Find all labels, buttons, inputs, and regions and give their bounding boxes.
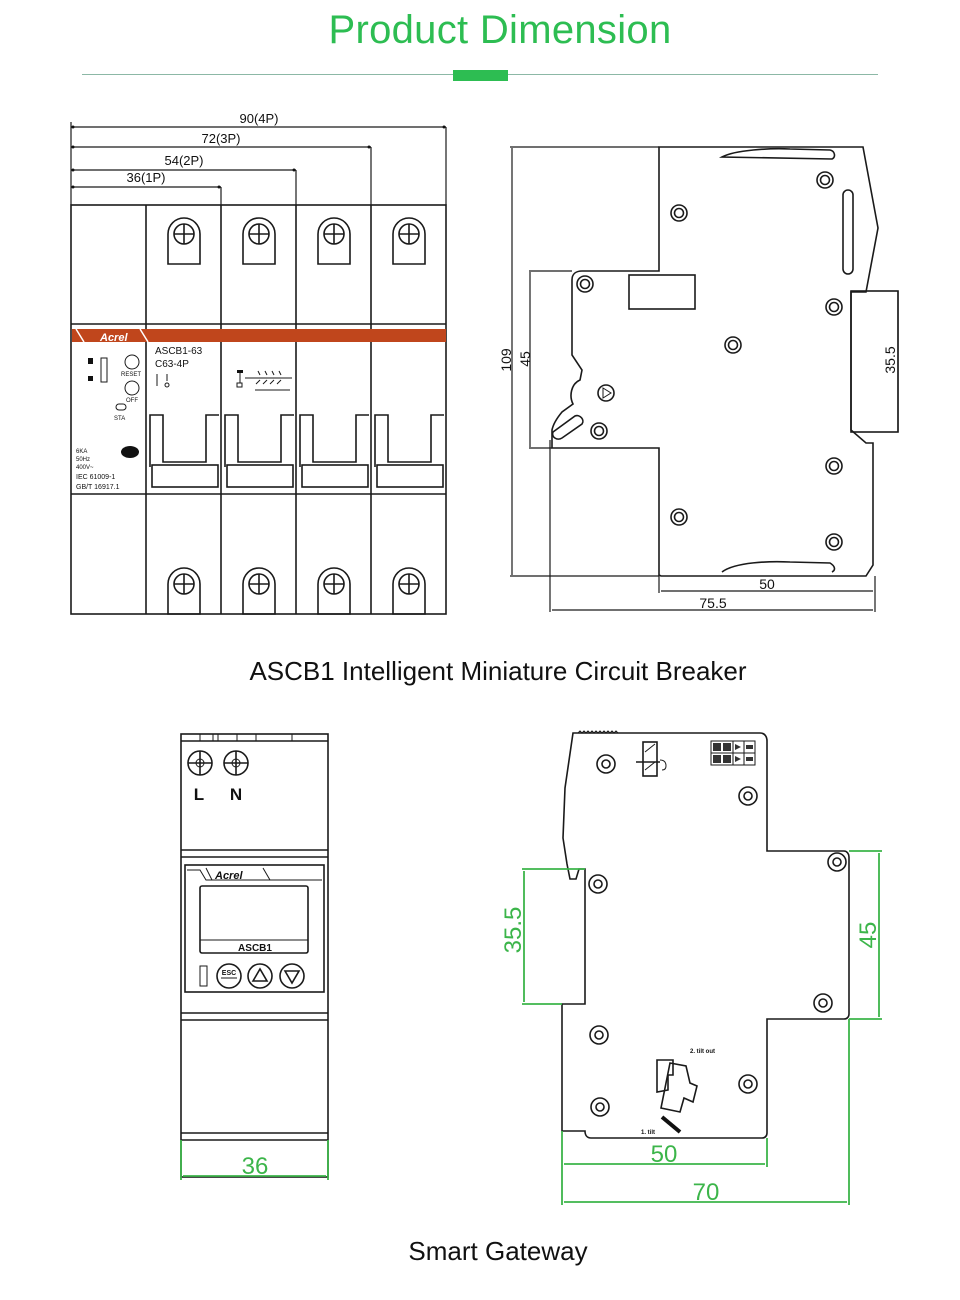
gateway-lcd-screen	[199, 885, 309, 954]
button-function-table-icon	[710, 740, 756, 766]
breaker-width-dimensions	[70, 122, 447, 205]
breaker-control-panel: RESET OFF STA 6KA 50Hz 400V~ IEC 61009-1…	[76, 354, 141, 491]
dim-label-3p: 72(3P)	[201, 131, 240, 146]
side-dimensions	[510, 146, 899, 612]
dim-rail-35-5: 35.5	[882, 346, 898, 373]
breaker-rating: C63-4P	[155, 359, 189, 370]
esc-key: ESC	[216, 963, 242, 989]
spec-standard-iec: IEC 61009-1	[76, 474, 115, 481]
on-off-symbol-icon	[156, 374, 170, 388]
gateway-side-dimensions	[522, 850, 882, 1205]
dim-label-4p: 90(4P)	[239, 111, 278, 126]
step-label-tilt-out: 2. tilt out	[690, 1049, 715, 1055]
step-label-tilt: 1. tilt	[641, 1130, 655, 1136]
breaker-side-outline	[551, 146, 879, 577]
terminal-screw-n-icon	[223, 750, 249, 776]
brand-band	[72, 329, 446, 342]
breaker-model: ASCB1-63	[155, 346, 203, 357]
dim-width-36: 36	[242, 1153, 269, 1180]
gateway-model-label: ASCB1	[238, 943, 272, 954]
dim-height-45: 45	[855, 922, 882, 949]
spec-voltage: 400V~	[76, 465, 94, 471]
terminal-label-l: L	[194, 785, 204, 804]
din-clip-symbol-icon	[636, 741, 667, 777]
dim-label-2p: 54(2P)	[164, 153, 203, 168]
dim-depth-50: 50	[759, 576, 775, 592]
page-title: Product Dimension	[328, 8, 672, 52]
gateway-side-outline	[561, 732, 850, 1139]
dim-label-1p: 36(1P)	[126, 170, 165, 185]
sta-label: STA	[114, 416, 125, 422]
off-label: OFF	[126, 398, 138, 404]
gateway-body	[180, 733, 329, 1178]
breaker-handles	[149, 414, 444, 488]
spec-standard-gb: GB/T 16917.1	[76, 484, 120, 491]
terminal-label-n: N	[230, 785, 242, 804]
spec-frequency: 50Hz	[76, 457, 90, 463]
dim-height-45: 45	[517, 351, 533, 367]
side-rivets	[576, 171, 843, 551]
dim-depth-70: 70	[693, 1179, 720, 1206]
top-terminal-screws	[167, 217, 426, 265]
reset-label: RESET	[121, 372, 141, 378]
down-key-icon	[279, 963, 305, 989]
gateway-width-dimension	[180, 1140, 329, 1180]
spec-breaking-capacity: 6KA	[76, 449, 87, 455]
gateway-panel	[184, 864, 325, 993]
gateway-side-rivets	[588, 754, 847, 1117]
gateway-led-indicator	[199, 965, 208, 987]
dim-rail-35-5: 35.5	[500, 907, 527, 954]
title-accent-bar	[453, 70, 508, 81]
dim-depth-50: 50	[651, 1141, 678, 1168]
terminal-screw-l-icon	[187, 750, 213, 776]
dim-depth-75-5: 75.5	[699, 595, 726, 611]
up-key-icon	[247, 963, 273, 989]
gateway-brand-logo: Acrel	[214, 870, 243, 882]
off-button	[124, 380, 140, 396]
breaker-caption: ASCB1 Intelligent Miniature Circuit Brea…	[249, 656, 747, 686]
side-slot	[842, 189, 854, 275]
breaker-side-window	[628, 274, 696, 310]
breaker-lever	[551, 414, 584, 440]
bottom-terminal-screws	[167, 567, 426, 615]
certification-mark-icon	[121, 446, 139, 458]
removal-instruction-icon	[656, 1059, 698, 1134]
gateway-caption: Smart Gateway	[408, 1236, 588, 1266]
sta-indicator	[115, 403, 127, 411]
esc-key-label: ESC	[222, 970, 236, 977]
dim-height-109: 109	[498, 348, 514, 372]
breaker-brand-logo: Acrel	[99, 332, 128, 344]
circuit-diagram-icon	[236, 370, 292, 391]
reset-button	[124, 354, 140, 370]
